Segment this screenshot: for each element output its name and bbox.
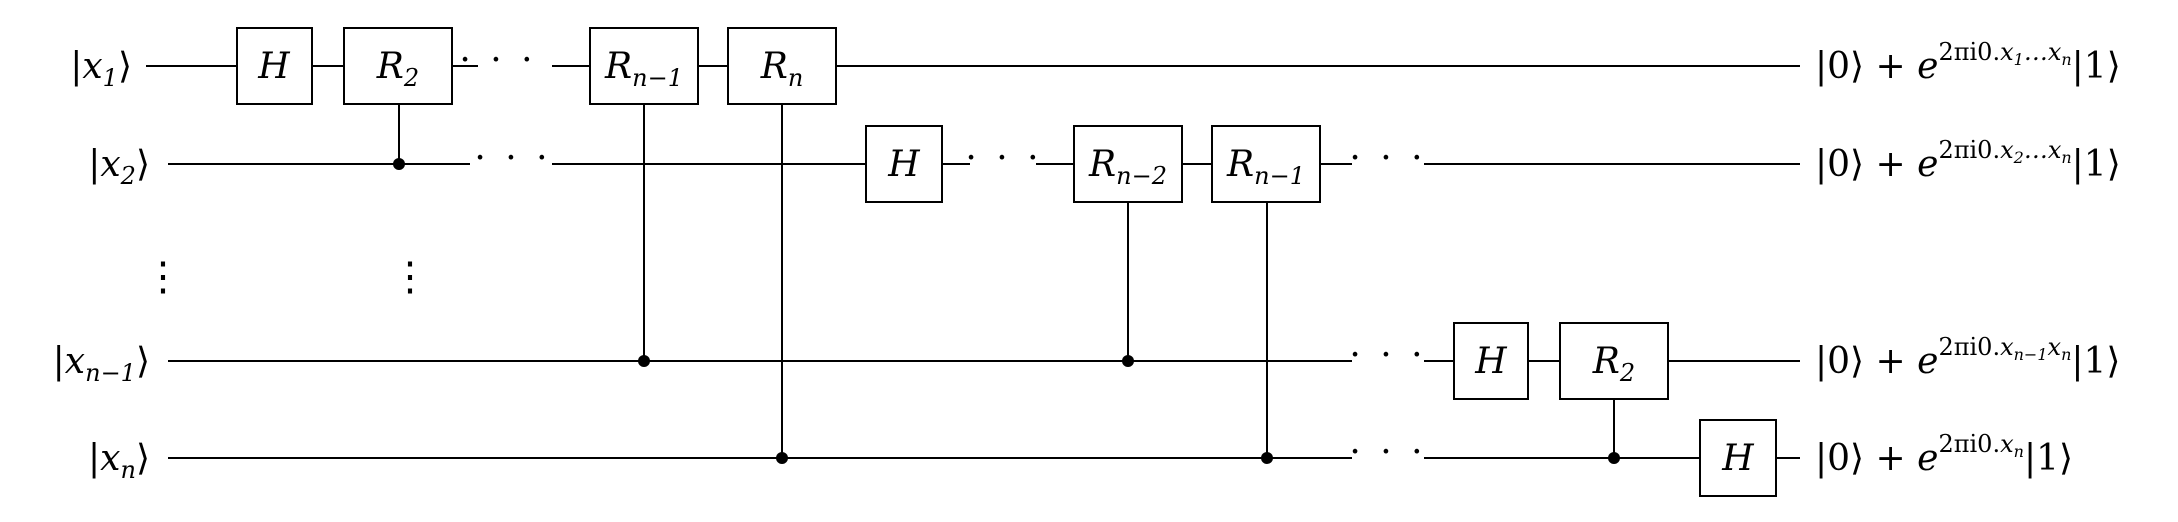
- ellipsis: · · ·: [459, 40, 536, 81]
- ellipsis: · · ·: [1349, 335, 1426, 376]
- gate-label: Rn: [760, 46, 804, 92]
- control-dot: [1261, 452, 1273, 464]
- gate-rn-2-2: Rn−2: [1073, 125, 1183, 203]
- gate-rn-1: Rn: [727, 27, 837, 105]
- ellipsis-vertical: ⋮: [143, 254, 183, 300]
- wires: [146, 65, 1800, 459]
- gate-label: R2: [1592, 341, 1635, 387]
- gate-label: H: [1474, 341, 1507, 382]
- gate-h-n: H: [1699, 419, 1777, 497]
- output-states: |0⟩ + e2πi0.x1…xn|1⟩ |0⟩ + e2πi0.x2…xn|1…: [1815, 38, 2121, 479]
- gate-h-2: H: [865, 125, 943, 203]
- gate-label: H: [257, 46, 290, 87]
- control-dot: [1122, 355, 1134, 367]
- gate-rn-1-1: Rn−1: [589, 27, 699, 105]
- gate-h-n-1: H: [1453, 322, 1529, 400]
- output-state-n-1: |0⟩ + e2πi0.xn−1xn|1⟩: [1815, 333, 2120, 382]
- control-dot: [638, 355, 650, 367]
- gate-label: Rn−1: [604, 46, 683, 92]
- gate-r2-1: R2: [343, 27, 453, 105]
- ellipsis-vertical: ⋮: [390, 254, 430, 300]
- input-label-xn: |xn⟩: [88, 438, 150, 484]
- gate-label: Rn−2: [1088, 144, 1167, 190]
- output-state-1: |0⟩ + e2πi0.x1…xn|1⟩: [1815, 38, 2121, 87]
- ellipsis: · · ·: [965, 138, 1042, 179]
- gate-label: H: [1721, 438, 1754, 479]
- gate-label: Rn−1: [1226, 144, 1305, 190]
- ellipsis: · · ·: [1349, 432, 1426, 473]
- input-label-x1: |x1⟩: [70, 46, 132, 92]
- control-dots: [393, 158, 1620, 464]
- control-dot: [1608, 452, 1620, 464]
- output-state-2: |0⟩ + e2πi0.x2…xn|1⟩: [1815, 136, 2121, 185]
- gate-label: H: [887, 144, 920, 185]
- control-dot: [776, 452, 788, 464]
- gates: H R2 Rn−1 Rn H Rn−2 Rn−1 H: [236, 27, 1777, 497]
- ellipsis: · · ·: [474, 138, 551, 179]
- input-labels: |x1⟩ |x2⟩ |xn−1⟩ |xn⟩: [53, 46, 150, 484]
- gate-label: R2: [376, 46, 419, 92]
- ellipsis: · · ·: [1349, 138, 1426, 179]
- gate-r2-n-1: R2: [1559, 322, 1669, 400]
- gate-rn-1-2: Rn−1: [1211, 125, 1321, 203]
- gate-h-1: H: [236, 27, 313, 105]
- control-dot: [393, 158, 405, 170]
- output-state-n: |0⟩ + e2πi0.xn|1⟩: [1815, 430, 2073, 479]
- control-lines: [398, 104, 1615, 458]
- input-label-xn-1: |xn−1⟩: [53, 341, 150, 387]
- vertical-ellipses: ⋮ ⋮: [143, 254, 430, 300]
- input-label-x2: |x2⟩: [88, 144, 150, 190]
- horizontal-ellipses: · · · · · · · · · · · · · · · · · ·: [459, 40, 1426, 473]
